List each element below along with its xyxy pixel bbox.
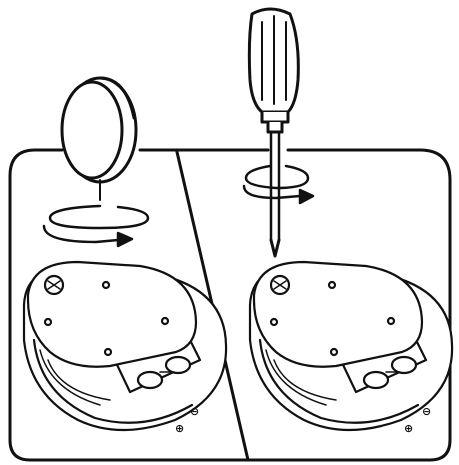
polarity-plus-left: ⊕ <box>175 422 184 435</box>
polarity-plus-right: ⊕ <box>404 422 413 435</box>
rotate-arrow-icon-left <box>44 206 148 246</box>
polarity-minus-left: ⊖ <box>190 405 199 418</box>
coin-icon <box>62 78 136 200</box>
polarity-minus-right: ⊖ <box>422 405 431 418</box>
screwdriver-icon <box>249 9 298 256</box>
